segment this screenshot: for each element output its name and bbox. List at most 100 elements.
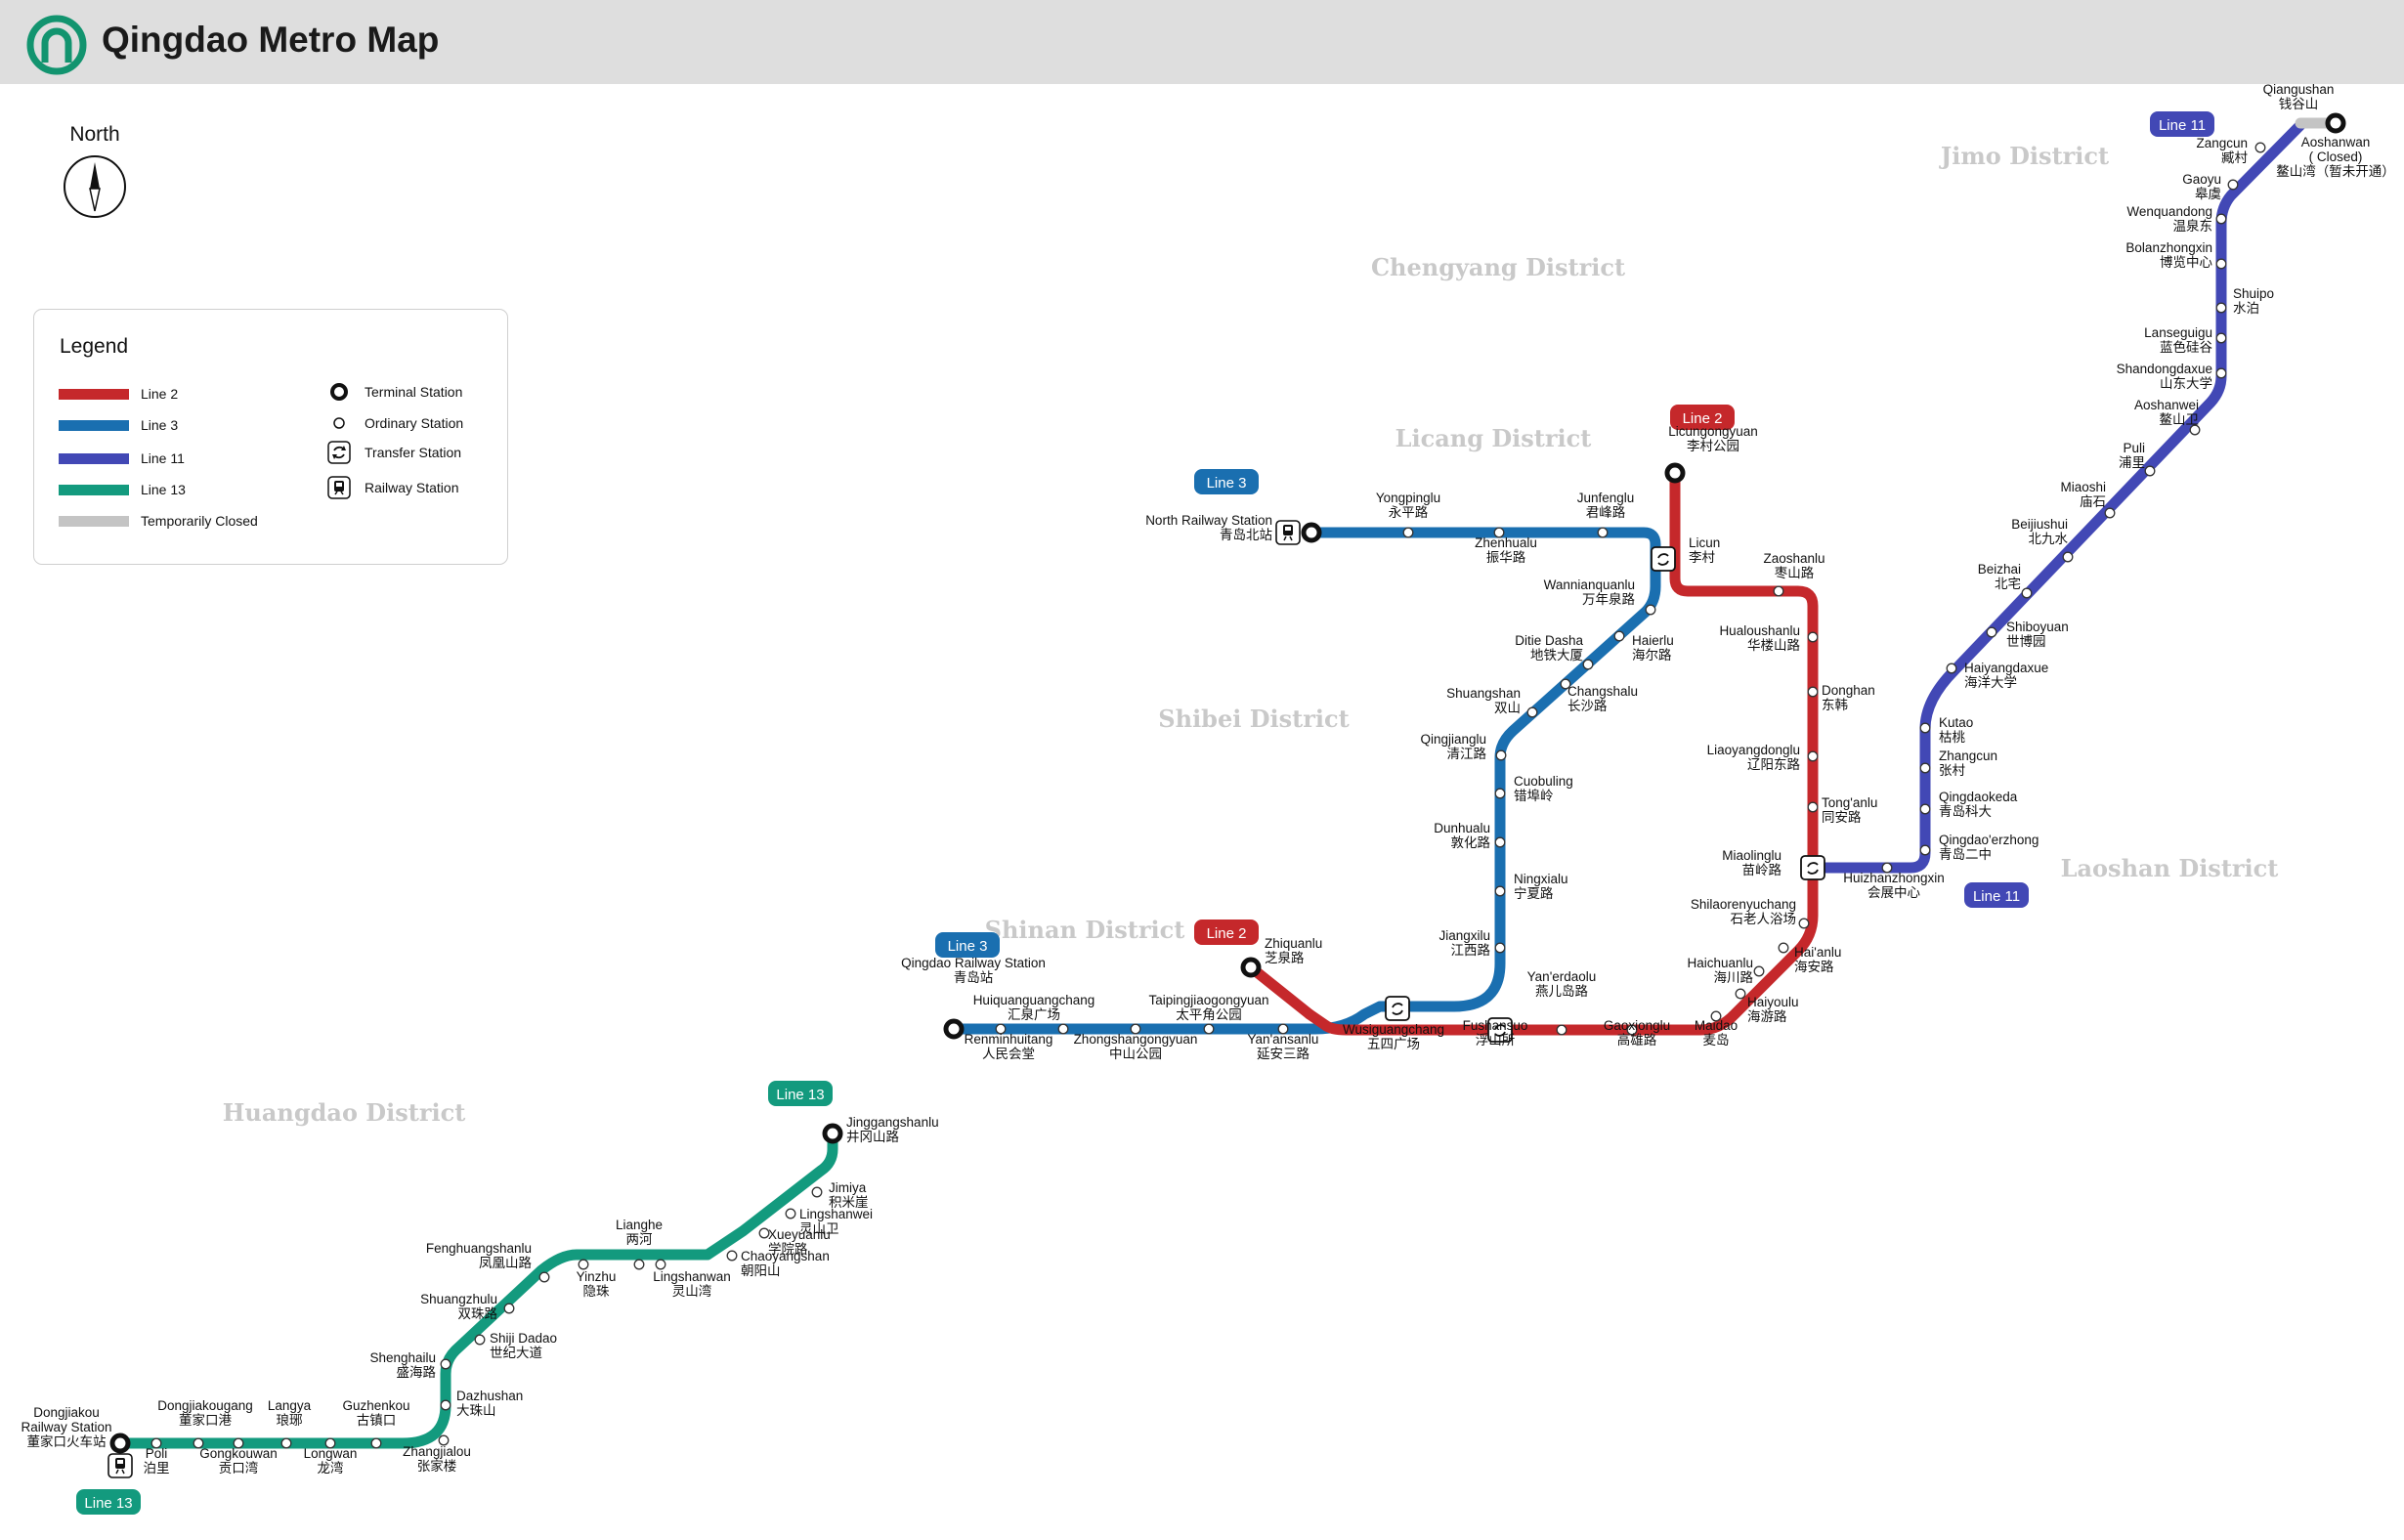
railway-station-icon[interactable] <box>107 1453 133 1478</box>
station-marker-donghan[interactable] <box>1807 686 1819 698</box>
station-marker-dunhualu[interactable] <box>1494 836 1506 848</box>
terminal-marker-licungongyuan[interactable] <box>1664 462 1686 484</box>
legend-terminal: Terminal Station <box>327 380 462 404</box>
station-marker-lingshanwei[interactable] <box>785 1208 796 1219</box>
station-marker-yan-ansanlu[interactable] <box>1277 1023 1289 1035</box>
station-marker-wenquandong[interactable] <box>2215 213 2227 225</box>
station-marker-tong-anlu[interactable] <box>1807 801 1819 813</box>
line-11-badge-north[interactable]: Line 11 <box>2150 111 2214 137</box>
station-marker-jiangxilu[interactable] <box>1494 942 1506 954</box>
station-marker-fenghuangshanlu[interactable] <box>538 1271 550 1283</box>
railway-station-icon[interactable] <box>1275 520 1301 545</box>
line-3-badge-south[interactable]: Line 3 <box>935 932 1000 958</box>
station-marker-haierlu[interactable] <box>1613 630 1625 642</box>
station-marker-jimiya[interactable] <box>811 1186 823 1198</box>
station-marker-aoshanwei[interactable] <box>2189 424 2201 436</box>
station-marker-huizhanzhongxin[interactable] <box>1881 862 1893 874</box>
station-marker-dazhushan[interactable] <box>440 1399 451 1411</box>
station-marker-beijiushui[interactable] <box>2062 551 2074 563</box>
terminal-marker-qiangushan[interactable] <box>2325 112 2346 134</box>
station-marker-shandongdaxue[interactable] <box>2215 367 2227 379</box>
station-marker-guzhenkou[interactable] <box>370 1437 382 1449</box>
transfer-station-icon[interactable] <box>1385 996 1410 1021</box>
station-marker-langya[interactable] <box>280 1437 292 1449</box>
line-3-badge-north[interactable]: Line 3 <box>1194 469 1259 494</box>
line-2-badge-licun[interactable]: Line 2 <box>1670 405 1735 430</box>
line-2-badge-zhiquan[interactable]: Line 2 <box>1194 920 1259 945</box>
station-marker-beizhai[interactable] <box>2021 587 2033 599</box>
transfer-station-icon[interactable] <box>1800 855 1825 880</box>
station-marker-ningxialu[interactable] <box>1494 885 1506 897</box>
station-marker-haichuanlu[interactable] <box>1753 965 1765 977</box>
station-marker-zhangjialou[interactable] <box>438 1434 450 1446</box>
station-marker-taipingjiaogongyuan[interactable] <box>1203 1023 1215 1035</box>
station-marker-miaoshi[interactable] <box>2104 507 2116 519</box>
station-marker-renminhuitang[interactable] <box>995 1023 1007 1035</box>
station-marker-gaoyu[interactable] <box>2227 179 2239 191</box>
station-marker-shiboyuan[interactable] <box>1986 626 1997 638</box>
station-marker-yongpinglu[interactable] <box>1402 527 1414 538</box>
station-marker-shilaorenyuchang[interactable] <box>1798 918 1810 929</box>
station-marker-lanseguigu[interactable] <box>2215 332 2227 344</box>
station-marker-chaoyangshan[interactable] <box>726 1250 738 1262</box>
station-marker-poli[interactable] <box>150 1437 162 1449</box>
terminal-marker-zhiquanlu[interactable] <box>1240 957 1262 978</box>
terminal-marker-dongjiakou[interactable] <box>109 1433 131 1454</box>
transfer-station-icon[interactable] <box>1651 546 1676 572</box>
station-marker-longwan[interactable] <box>324 1437 336 1449</box>
station-marker-zangcun[interactable] <box>2254 142 2266 153</box>
station-marker-maidao[interactable] <box>1710 1010 1722 1022</box>
station-marker-zhangcun[interactable] <box>1919 762 1931 774</box>
legend-transfer: Transfer Station <box>327 441 461 464</box>
station-marker-qingdaokeda[interactable] <box>1919 803 1931 815</box>
station-marker-qingdao-erzhong[interactable] <box>1919 844 1931 856</box>
station-marker-kutao[interactable] <box>1919 722 1931 734</box>
line-13-badge-bottom[interactable]: Line 13 <box>76 1489 141 1515</box>
station-marker-xueyuanlu[interactable] <box>758 1227 770 1239</box>
transfer-station-icon[interactable] <box>1487 1017 1513 1043</box>
station-marker-qingjianglu[interactable] <box>1495 749 1507 761</box>
station-marker-wannianquanlu[interactable] <box>1645 604 1656 616</box>
station-marker-gongkouwan[interactable] <box>233 1437 244 1449</box>
station-marker-changshalu[interactable] <box>1560 678 1571 690</box>
station-marker-yinzhu[interactable] <box>578 1259 589 1270</box>
station-marker-cuobuling[interactable] <box>1494 788 1506 799</box>
station-marker-haiyoulu[interactable] <box>1735 988 1746 1000</box>
station-marker-shuangshan[interactable] <box>1526 706 1538 718</box>
line-13-badge-top[interactable]: Line 13 <box>768 1081 833 1106</box>
station-marker-puli[interactable] <box>2144 465 2156 477</box>
station-marker-liaoyangdonglu[interactable] <box>1807 750 1819 762</box>
station-marker-shuipo[interactable] <box>2215 302 2227 314</box>
station-marker-zhongshangongyuan[interactable] <box>1130 1023 1141 1035</box>
station-marker-gaoxionglu[interactable] <box>1626 1024 1638 1036</box>
station-marker-shenghailu[interactable] <box>440 1358 451 1370</box>
station-marker-ditie-dasha[interactable] <box>1582 659 1594 670</box>
station-marker-zaoshanlu[interactable] <box>1773 585 1784 597</box>
terminal-marker-jinggangshanlu[interactable] <box>822 1123 843 1144</box>
station-marker-haiyangdaxue[interactable] <box>1946 663 1957 674</box>
station-marker-zhenhualu[interactable] <box>1493 527 1505 538</box>
station-marker-bolanzhongxin[interactable] <box>2215 258 2227 270</box>
station-marker-lingshanwan[interactable] <box>655 1259 666 1270</box>
station-marker-hualoushanlu[interactable] <box>1807 631 1819 643</box>
station-marker-yan-erdaolu[interactable] <box>1556 1024 1567 1036</box>
station-marker-lianghe[interactable] <box>633 1259 645 1270</box>
station-marker-dongjiakougang[interactable] <box>193 1437 204 1449</box>
svg-text:Line 13: Line 13 <box>776 1087 824 1103</box>
station-marker-shuangzhulu[interactable] <box>503 1303 515 1314</box>
line-11-badge-south[interactable]: Line 11 <box>1964 882 2029 908</box>
station-marker-huiquanguangchang[interactable] <box>1057 1023 1069 1035</box>
station-marker-hai-anlu[interactable] <box>1778 942 1789 954</box>
station-marker-shiji-dadao[interactable] <box>474 1334 486 1346</box>
station-marker-junfenglu[interactable] <box>1597 527 1609 538</box>
terminal-marker-qingdao-railway-station[interactable] <box>943 1018 965 1040</box>
terminal-marker-north-railway-station[interactable] <box>1301 522 1322 543</box>
